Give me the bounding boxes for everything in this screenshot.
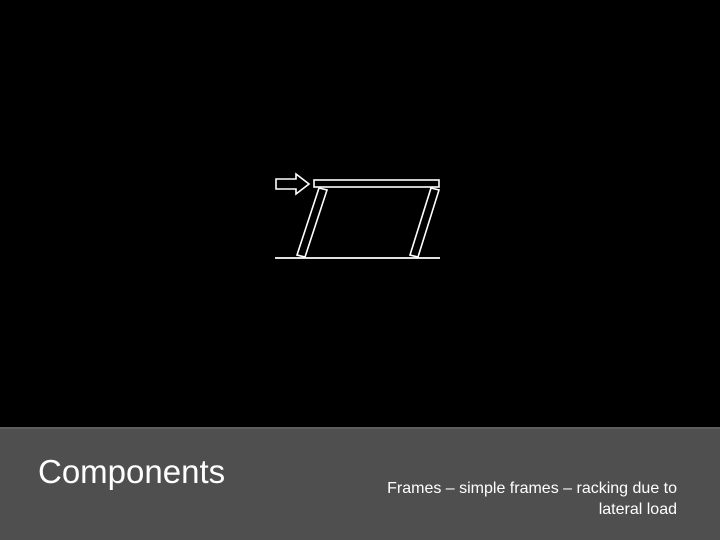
top-beam [313,179,440,188]
slide-caption: Frames – simple frames – racking due to … [317,478,677,520]
caption-bar: Components Frames – simple frames – rack… [0,427,720,540]
left-column [295,187,329,258]
caption-line-2: lateral load [598,501,677,518]
diagram-area [275,172,441,259]
right-column [408,187,441,258]
slide-title: Components [38,453,226,490]
racked-frame-diagram [275,172,441,259]
caption-line-1: Frames – simple frames – racking due to [387,480,677,497]
lateral-load-arrow-icon [275,172,311,196]
